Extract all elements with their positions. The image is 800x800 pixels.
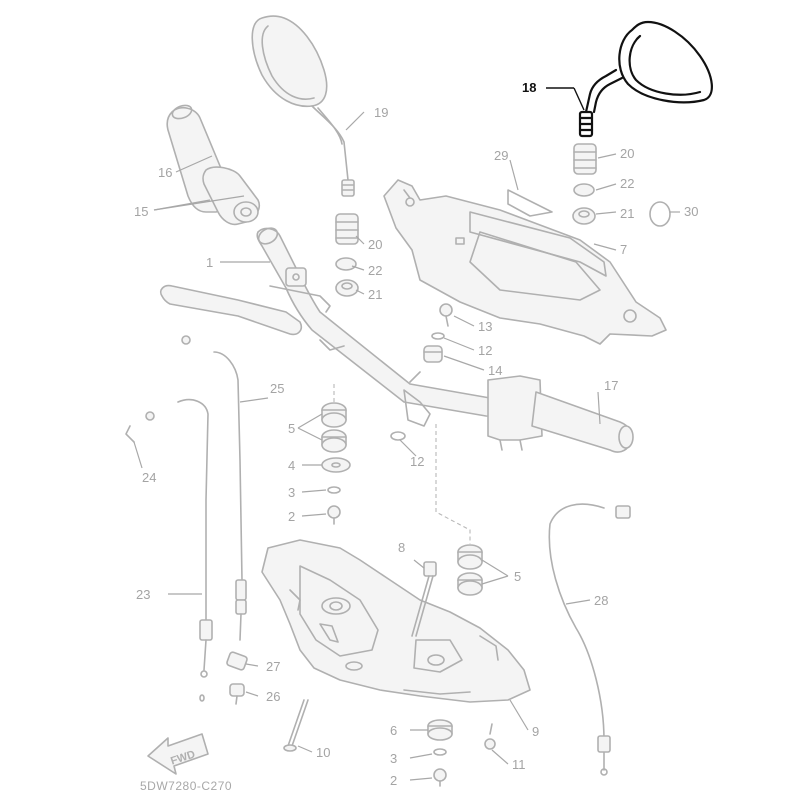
- right-mirror-stack[interactable]: [572, 143, 597, 225]
- bolt-10[interactable]: [283, 699, 309, 752]
- callout-23[interactable]: 23: [136, 587, 150, 602]
- cable-28[interactable]: [548, 503, 631, 776]
- o-ring[interactable]: [649, 201, 671, 227]
- callout-20b[interactable]: 20: [620, 146, 634, 161]
- callout-7[interactable]: 7: [620, 242, 627, 257]
- right-mirror[interactable]: [578, 20, 713, 138]
- callout-30[interactable]: 30: [684, 204, 698, 219]
- brake-cable[interactable]: [145, 398, 213, 702]
- callout-9[interactable]: 9: [532, 724, 539, 739]
- callout-19[interactable]: 19: [374, 105, 388, 120]
- callout-22b[interactable]: 22: [620, 176, 634, 191]
- left-mirror-stack[interactable]: [335, 213, 359, 297]
- bolt-8[interactable]: [411, 561, 437, 637]
- callout-12a[interactable]: 12: [478, 343, 492, 358]
- callout-25[interactable]: 25: [270, 381, 284, 396]
- callout-20a[interactable]: 20: [368, 237, 382, 252]
- callout-18[interactable]: 18: [522, 80, 536, 95]
- callout-3b[interactable]: 3: [390, 751, 397, 766]
- diagram-code: 5DW7280-C270: [140, 779, 232, 793]
- fwd-arrow-icon: FWD: [147, 733, 209, 775]
- left-mount-stack[interactable]: [321, 384, 351, 525]
- locknut-26[interactable]: [229, 683, 245, 705]
- callout-2a[interactable]: 2: [288, 509, 295, 524]
- callout-11[interactable]: 11: [512, 757, 526, 772]
- callout-4[interactable]: 4: [288, 458, 295, 473]
- callout-2b[interactable]: 2: [390, 773, 397, 788]
- callout-3a[interactable]: 3: [288, 485, 295, 500]
- callout-labels: 18 19 16 15 1 20 22 21 29 20 22 21 30 7 …: [134, 80, 698, 788]
- meter-lens[interactable]: [507, 189, 553, 217]
- callout-10[interactable]: 10: [316, 745, 330, 760]
- callout-13[interactable]: 13: [478, 319, 492, 334]
- adjuster-27[interactable]: [226, 651, 248, 671]
- throttle-cable[interactable]: [181, 335, 247, 641]
- screw-11[interactable]: [484, 723, 496, 750]
- handlebar-cover-front[interactable]: [383, 179, 667, 345]
- bottom-mount-stack[interactable]: [427, 719, 453, 787]
- callout-5a[interactable]: 5: [288, 421, 295, 436]
- callout-24[interactable]: 24: [142, 470, 156, 485]
- callout-1[interactable]: 1: [206, 255, 213, 270]
- callout-5b[interactable]: 5: [514, 569, 521, 584]
- callout-29[interactable]: 29: [494, 148, 508, 163]
- throttle-grip[interactable]: [487, 375, 634, 453]
- callout-21a[interactable]: 21: [368, 287, 382, 302]
- callout-27[interactable]: 27: [266, 659, 280, 674]
- callout-6[interactable]: 6: [390, 723, 397, 738]
- right-mount-stack[interactable]: [435, 424, 483, 596]
- callout-26[interactable]: 26: [266, 689, 280, 704]
- left-brake-lever[interactable]: [159, 284, 331, 336]
- callout-12b[interactable]: 12: [410, 454, 424, 469]
- callout-15[interactable]: 15: [134, 204, 148, 219]
- callout-8[interactable]: 8: [398, 540, 405, 555]
- callout-21b[interactable]: 21: [620, 206, 634, 221]
- callout-22a[interactable]: 22: [368, 263, 382, 278]
- callout-28[interactable]: 28: [594, 593, 608, 608]
- leader-lines: [133, 87, 680, 781]
- callout-17[interactable]: 17: [604, 378, 618, 393]
- callout-16[interactable]: 16: [158, 165, 172, 180]
- clip-24[interactable]: [125, 425, 135, 443]
- left-mirror[interactable]: [251, 15, 355, 197]
- cover-fasteners[interactable]: [390, 303, 453, 441]
- handlebar-cover-rear[interactable]: [261, 539, 531, 703]
- callout-14[interactable]: 14: [488, 363, 502, 378]
- left-grip[interactable]: [166, 103, 261, 226]
